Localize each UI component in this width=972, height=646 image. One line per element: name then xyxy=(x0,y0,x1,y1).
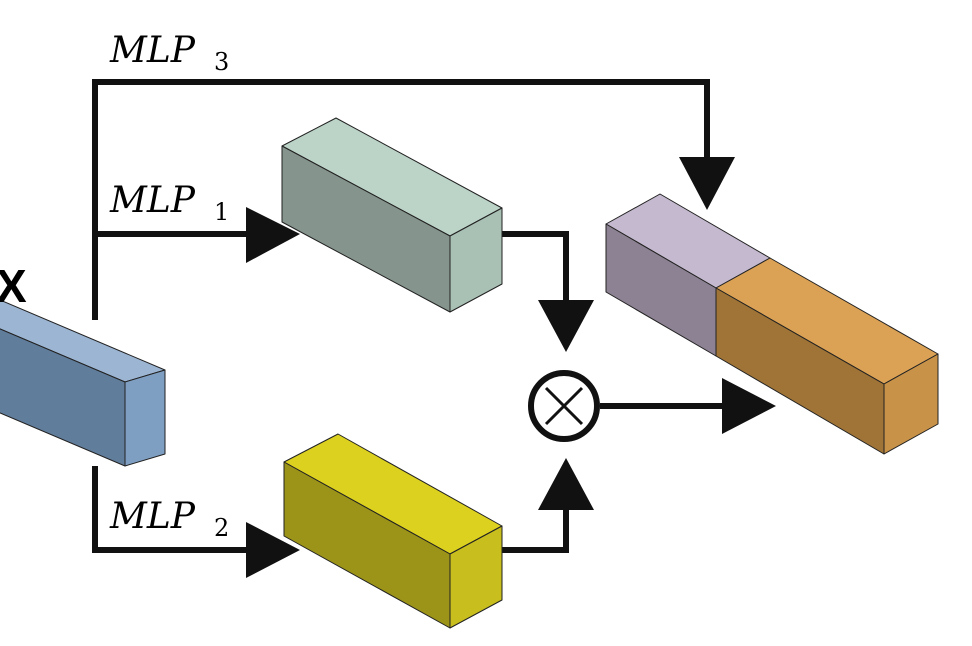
mlp3-arrowhead xyxy=(679,157,735,210)
mlp3-label-sub: 3 xyxy=(214,48,229,76)
mlp3-connector xyxy=(92,79,710,320)
mlp1-label-name: MLP xyxy=(109,180,196,221)
mlp2-to-multiply-arrowhead xyxy=(538,458,594,510)
multiply-to-output-arrowhead xyxy=(722,378,776,434)
input-block xyxy=(0,299,166,467)
multiply-circle-icon xyxy=(528,370,600,442)
mlp1-label-sub: 1 xyxy=(214,198,229,226)
mlp3-label-name: MLP xyxy=(109,30,196,71)
mlp1-label: MLP 1 xyxy=(109,180,229,226)
mlp2-block xyxy=(283,433,503,629)
output-block xyxy=(605,193,939,455)
mlp1-to-multiply-connector xyxy=(502,231,569,304)
output-right-side xyxy=(883,353,939,455)
mlp2-arrowhead xyxy=(246,522,300,578)
mlp2-connector xyxy=(92,466,252,553)
mlp1-block xyxy=(281,117,503,313)
mlp2-label-name: MLP xyxy=(109,496,196,537)
mlp2-label: MLP 2 xyxy=(109,496,229,542)
mlp3-label: MLP 3 xyxy=(109,30,229,76)
mlp1-arrowhead xyxy=(246,207,300,263)
mlp2-to-multiply-connector xyxy=(502,505,569,553)
input-label: X xyxy=(0,260,27,312)
mlp1-to-multiply-arrowhead xyxy=(538,300,594,352)
mlp2-label-sub: 2 xyxy=(214,514,229,542)
